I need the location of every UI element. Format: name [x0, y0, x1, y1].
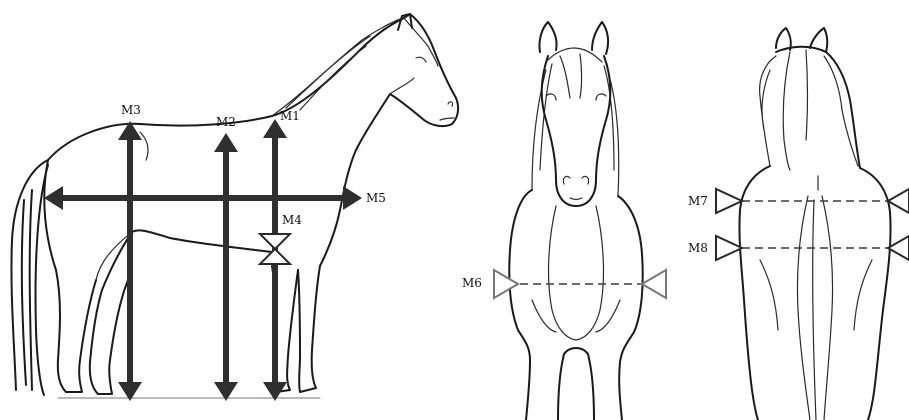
horse-nostril — [448, 102, 453, 106]
label-m1: M1 — [280, 109, 300, 123]
side-measurement-arrows — [44, 119, 362, 401]
front-legs-inner — [558, 348, 594, 420]
front-chest — [532, 206, 620, 340]
rear-mane — [760, 50, 858, 170]
label-m4: M4 — [282, 213, 302, 227]
rear-ear-left — [776, 28, 791, 50]
arrow-m3 — [118, 121, 142, 401]
arrow-m2 — [214, 133, 238, 401]
horse-jaw — [390, 78, 414, 94]
marker-m4 — [260, 234, 290, 264]
label-m8: M8 — [688, 241, 708, 255]
rear-head — [776, 47, 860, 168]
marker-m6-right — [642, 270, 666, 298]
marker-m6-left — [494, 270, 518, 298]
front-eye-left — [546, 94, 556, 100]
rear-tail — [797, 196, 832, 420]
horse-body-outline — [48, 14, 458, 266]
front-ear-left — [539, 22, 556, 52]
horse-stifle — [96, 132, 148, 280]
label-m5: M5 — [366, 191, 386, 205]
horse-eye — [416, 57, 426, 62]
arrow-m5 — [44, 186, 362, 210]
horse-mane — [272, 16, 438, 116]
horse-mouth — [440, 118, 454, 120]
front-eye-right — [596, 94, 606, 100]
horse-hind-leg-2 — [90, 232, 132, 394]
marker-m7-right — [888, 189, 909, 213]
front-head — [542, 56, 611, 206]
label-m2: M2 — [216, 115, 236, 129]
horse-tail — [11, 160, 48, 395]
front-body — [509, 190, 642, 420]
front-view-horse — [494, 22, 666, 420]
marker-m7-left — [716, 189, 742, 213]
label-m6: M6 — [462, 276, 482, 290]
rear-view-horse — [716, 28, 909, 420]
front-ear-right — [592, 22, 608, 54]
horse-belly — [132, 230, 272, 252]
label-m3: M3 — [121, 103, 141, 117]
horse-front-leg-1 — [298, 266, 320, 392]
rear-hip-lines — [760, 176, 872, 330]
side-view-horse — [11, 14, 458, 398]
marker-m8-left — [716, 236, 742, 260]
front-nostrils — [563, 176, 588, 199]
label-m7: M7 — [688, 194, 708, 208]
